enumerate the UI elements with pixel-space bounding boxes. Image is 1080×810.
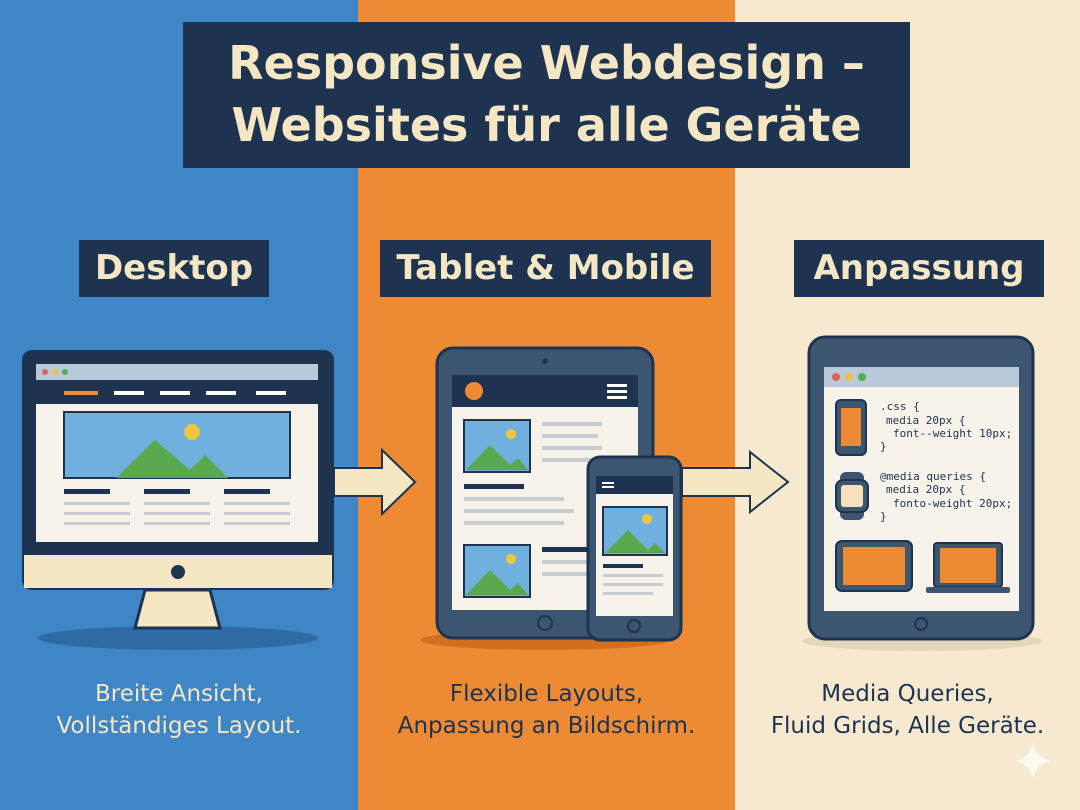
arrow-right-icon	[333, 447, 417, 517]
caption-line: Anpassung an Bildschirm.	[397, 713, 696, 739]
caption-line: Media Queries,	[821, 681, 994, 707]
caption-tablet-mobile: Flexible Layouts, Anpassung an Bildschirm…	[358, 678, 735, 742]
desktop-monitor-icon	[22, 350, 334, 650]
header-anpassung: Anpassung	[794, 240, 1044, 297]
code-line: @media queries {	[880, 470, 986, 483]
code-line: .css {	[880, 400, 920, 413]
header-tablet-mobile: Tablet & Mobile	[380, 240, 711, 297]
code-line: }	[880, 510, 887, 523]
title-line-1: Responsive Webdesign –	[228, 36, 865, 90]
code-line: fonto-weight 20px;	[893, 497, 1012, 510]
caption-line: Breite Ansicht,	[95, 681, 263, 707]
arrow-right-icon	[681, 449, 790, 515]
caption-anpassung: Media Queries, Fluid Grids, Alle Geräte.	[735, 678, 1080, 742]
caption-line: Vollständiges Layout.	[56, 713, 302, 739]
code-line: media 20px {	[886, 483, 965, 496]
code-line: }	[880, 440, 887, 453]
caption-line: Fluid Grids, Alle Geräte.	[770, 713, 1045, 739]
caption-line: Flexible Layouts,	[449, 681, 644, 707]
page-title: Responsive Webdesign – Websites für alle …	[183, 22, 910, 168]
sparkle-icon	[1015, 742, 1051, 780]
title-line-2: Websites für alle Geräte	[231, 98, 862, 152]
code-tablet-icon: .css { media 20px { font--weight 10px; }…	[802, 335, 1042, 651]
code-line: font--weight 10px;	[893, 427, 1012, 440]
header-desktop: Desktop	[79, 240, 269, 297]
caption-desktop: Breite Ansicht, Vollständiges Layout.	[0, 678, 358, 742]
smartphone-icon	[586, 455, 683, 642]
code-line: media 20px {	[886, 414, 965, 427]
